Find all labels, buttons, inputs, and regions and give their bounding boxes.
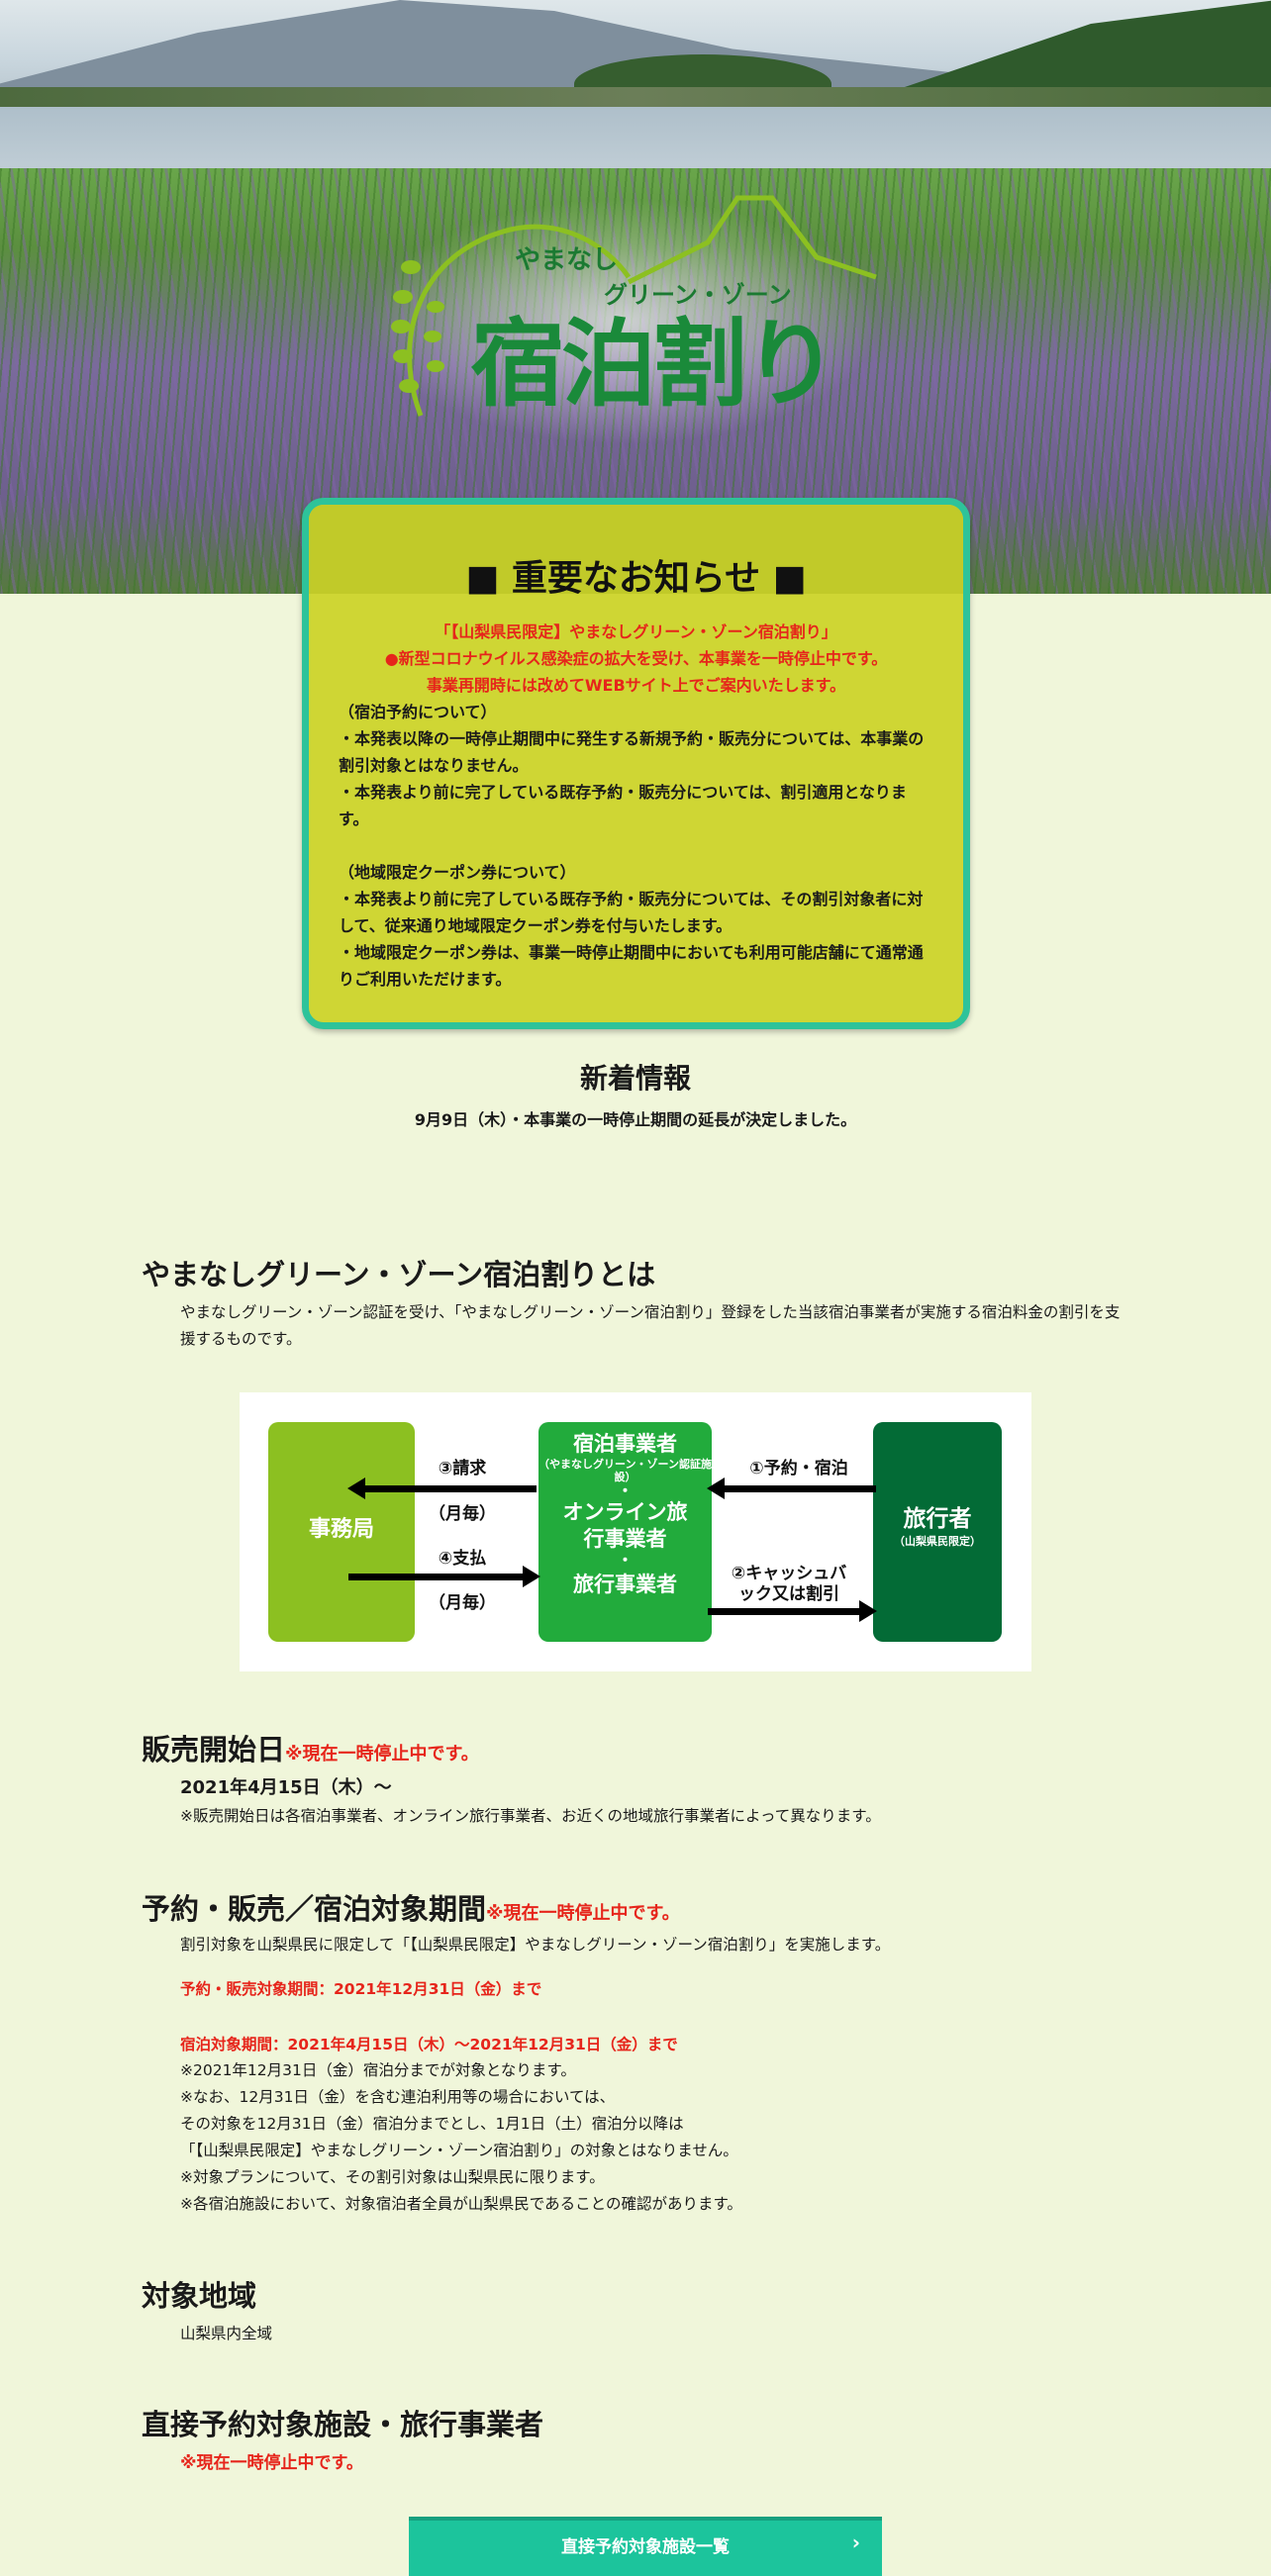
sales-period: 予約・販売対象期間：2021年12月31日（金）まで [180, 1980, 542, 1998]
important-notice: ■ 重要なお知らせ ■ 「【山梨県民限定】やまなしグリーン・ゾーン宿泊割り」 ●… [302, 498, 970, 1029]
notice-red-line: 「【山梨県民限定】やまなしグリーン・ゾーン宿泊割り」 [435, 622, 837, 641]
button-label: 直接予約対象施設一覧 [561, 2537, 730, 2557]
sales-start-date: 2021年4月15日（木）～ [180, 1777, 392, 1798]
period-note: 「【山梨県民限定】やまなしグリーン・ゾーン宿泊割り」の対象とはなりません。 [180, 2142, 738, 2159]
period-note: ※対象プランについて、その割引対象は山梨県民に限ります。 [180, 2168, 605, 2186]
about-text: やまなしグリーン・ゾーン認証を受け、「やまなしグリーン・ゾーン宿泊割り」登録をし… [180, 1303, 1121, 1348]
lodging-item: ・本発表以降の一時停止期間中に発生する新規予約・販売分については、本事業の割引対… [339, 729, 925, 775]
coupon-item: ・地域限定クーポン券は、事業一時停止期間中においても利用可能店舗にて通常通りご利… [339, 943, 924, 989]
office-box: 事務局 [268, 1422, 415, 1642]
coupon-heading: （地域限定クーポン券について） [339, 863, 576, 882]
logo-subtitle: グリーン・ゾーン [604, 281, 792, 309]
chevron-right-icon: › [851, 2530, 860, 2554]
traveler-box: 旅行者 （山梨県民限定） [873, 1422, 1002, 1642]
sales-start-heading: 販売開始日 [142, 1733, 286, 1766]
news-title: 新着情報 [579, 1062, 691, 1095]
traveler-label: 旅行者 [903, 1506, 972, 1532]
lodging-heading: （宿泊予約について） [339, 703, 497, 721]
period-intro: 割引対象を山梨県民に限定して「【山梨県民限定】やまなしグリーン・ゾーン宿泊割り」… [180, 1936, 891, 1954]
vine-icon [391, 195, 877, 417]
notice-red-line: ●新型コロナウイルス感染症の拡大を受け、本事業を一時停止中です。 [384, 649, 888, 668]
notice-title: ■ 重要なお知らせ ■ [465, 558, 807, 599]
logo-glow [366, 198, 881, 445]
step1-label: ①予約・宿泊 [749, 1459, 848, 1479]
notice-red-line: 事業再開時には改めてWEBサイト上でご案内いたします。 [426, 676, 846, 695]
step3-label: ③請求 [438, 1459, 487, 1479]
step2-label: ②キャッシュバック又は割引 [731, 1564, 847, 1604]
period-notes: ※2021年12月31日（金）宿泊分までが対象となります。 ※なお、12月31日… [180, 2057, 742, 2218]
arrow-reserve [707, 1478, 876, 1499]
site-logo: やまなし グリーン・ゾーン 宿泊割り [381, 188, 896, 426]
step4-label: ④支払 [438, 1549, 487, 1569]
traveler-sub-label: （山梨県民限定） [894, 1535, 981, 1548]
suspended-tag: ※現在一時停止中です。 [486, 1903, 680, 1924]
direct-facility-list-button[interactable]: 直接予約対象施設一覧 › [409, 2517, 882, 2576]
shore-image [0, 87, 1271, 109]
period-note: ※各宿泊施設において、対象宿泊者全員が山梨県民であることの確認があります。 [180, 2195, 742, 2213]
period-note: ※なお、12月31日（金）を含む連泊利用等の場合においては、 [180, 2088, 616, 2106]
period-note: ※2021年12月31日（金）宿泊分までが対象となります。 [180, 2061, 576, 2079]
online-provider-label: オンライン旅行事業者 [562, 1500, 688, 1551]
notice-header [309, 505, 963, 594]
provider-sub-label: （やまなしグリーン・ゾーン認証施設） [538, 1458, 712, 1483]
step4-sub-label: （月毎） [429, 1593, 496, 1613]
sales-start-title: 販売開始日※現在一時停止中です。 [142, 1727, 479, 1768]
suspended-tag: ※現在一時停止中です。 [285, 1744, 479, 1765]
separator: ・ [617, 1481, 634, 1500]
direct-title: 直接予約対象施設・旅行事業者 [142, 2408, 544, 2441]
about-title: やまなしグリーン・ゾーン宿泊割りとは [142, 1258, 656, 1291]
direct-suspended-tag: ※現在一時停止中です。 [180, 2453, 363, 2473]
flow-diagram: 事務局 宿泊事業者 （やまなしグリーン・ゾーン認証施設） ・ オンライン旅行事業… [240, 1392, 1031, 1671]
logo-prefix: やまなし [515, 245, 619, 275]
arrow-claim [347, 1478, 537, 1499]
period-heading: 予約・販売／宿泊対象期間 [142, 1892, 487, 1926]
lodging-item: ・本発表より前に完了している既存予約・販売分については、割引適用となります。 [339, 783, 907, 828]
news-item[interactable]: 9月9日（木）・本事業の一時停止期間の延長が決定しました。 [414, 1110, 857, 1129]
travel-provider-label: 旅行事業者 [573, 1573, 677, 1596]
period-title: 予約・販売／宿泊対象期間※現在一時停止中です。 [142, 1886, 680, 1928]
stay-period: 宿泊対象期間：2021年4月15日（木）～2021年12月31日（金）まで [180, 2036, 678, 2053]
step3-sub-label: （月毎） [429, 1504, 496, 1524]
coupon-item: ・本発表より前に完了している既存予約・販売分については、その割引対象者に対して、… [339, 890, 924, 935]
area-title: 対象地域 [142, 2279, 257, 2313]
provider-label: 宿泊事業者 [573, 1432, 677, 1456]
area-text: 山梨県内全域 [180, 2325, 273, 2342]
logo-title: 宿泊割り [470, 308, 838, 420]
arrow-payment [348, 1566, 540, 1587]
office-label: 事務局 [308, 1517, 374, 1542]
arrow-cashback [708, 1600, 877, 1622]
provider-box: 宿泊事業者 （やまなしグリーン・ゾーン認証施設） ・ オンライン旅行事業者 ・ … [538, 1422, 712, 1642]
hero-banner: やまなし グリーン・ゾーン 宿泊割り [0, 0, 1271, 594]
sales-start-note: ※販売開始日は各宿泊事業者、オンライン旅行事業者、お近くの地域旅行事業者によって… [180, 1807, 881, 1825]
separator: ・ [617, 1551, 634, 1570]
period-note: その対象を12月31日（金）宿泊分までとし、1月1日（土）宿泊分以降は [180, 2115, 684, 2133]
